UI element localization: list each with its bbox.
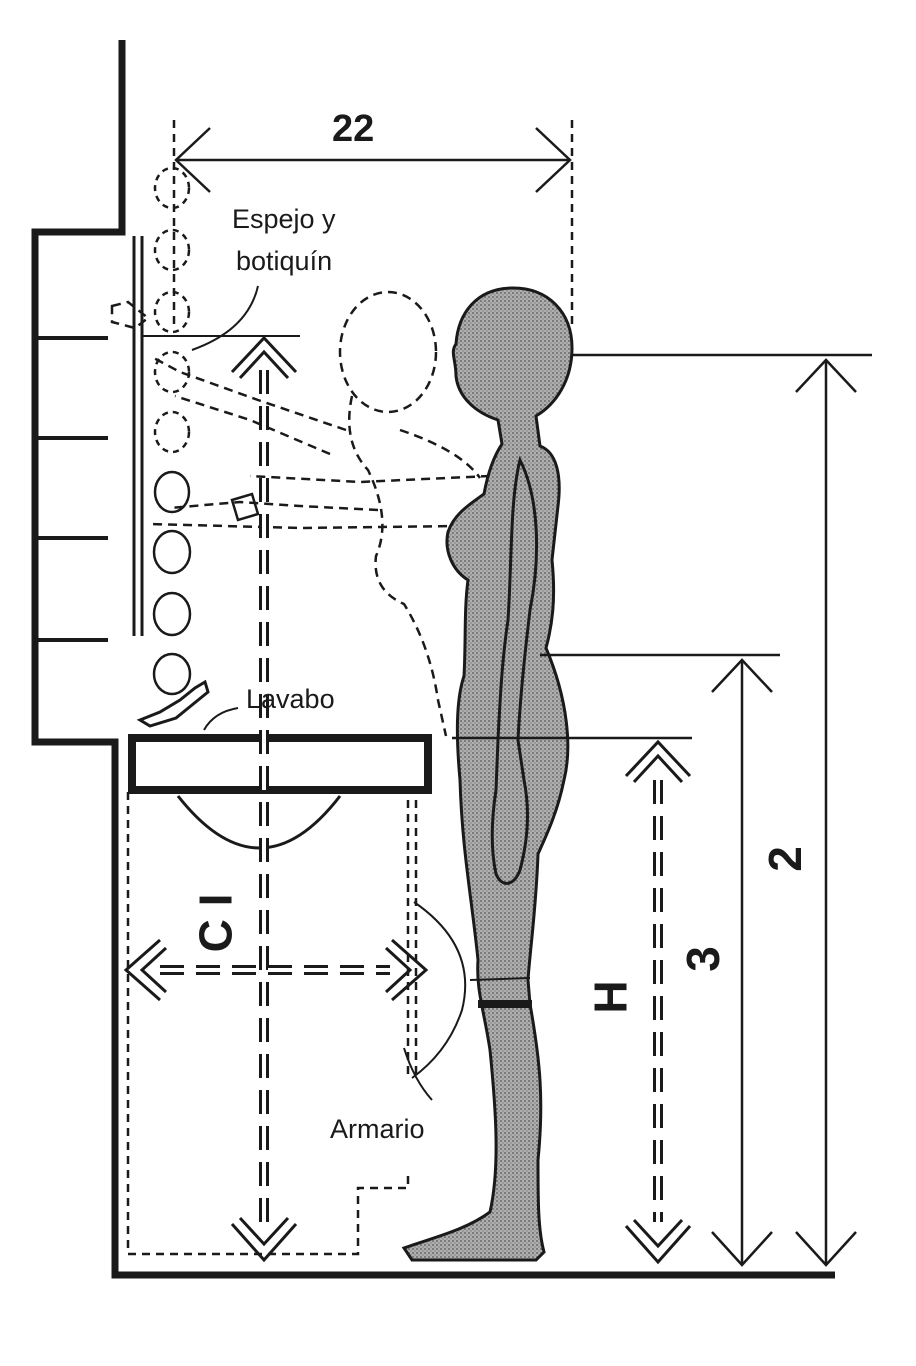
leader-lines: [191, 285, 433, 1101]
woman-figure: [401, 286, 574, 1262]
mirror-label-line2: botiquín: [236, 246, 333, 276]
faucet: [136, 679, 210, 728]
mirror-cabinet: [132, 236, 144, 636]
dim-CI-label: C I: [189, 893, 242, 953]
wall-outline: [31, 40, 835, 1279]
hip-line: [469, 977, 531, 981]
dim-H-label: H: [584, 980, 637, 1014]
width-dimension: [172, 120, 574, 330]
sink-counter: [128, 734, 432, 794]
head-circles: [152, 166, 192, 696]
sink-label: Lavabo: [246, 684, 335, 714]
dim-2-label: 2: [758, 846, 811, 872]
ghost-figure: [110, 290, 491, 737]
dim-3-label: 3: [676, 946, 729, 972]
woman-arm: [490, 455, 539, 885]
height-dimensions: [452, 353, 872, 1267]
ci-horizontal-arrow: [123, 938, 429, 1002]
wall-shelves: [35, 336, 108, 642]
ghost-hand: [230, 492, 260, 522]
width-dimension-label: 22: [332, 108, 375, 150]
h-arrow: [624, 739, 692, 1265]
ci-vertical-arrow: [230, 335, 298, 1263]
cabinet-outline: [126, 792, 418, 1256]
cabinet-door-swing: [411, 901, 467, 1079]
mirror-label-line1: Espejo y: [232, 204, 336, 234]
cabinet-label: Armario: [330, 1114, 425, 1144]
